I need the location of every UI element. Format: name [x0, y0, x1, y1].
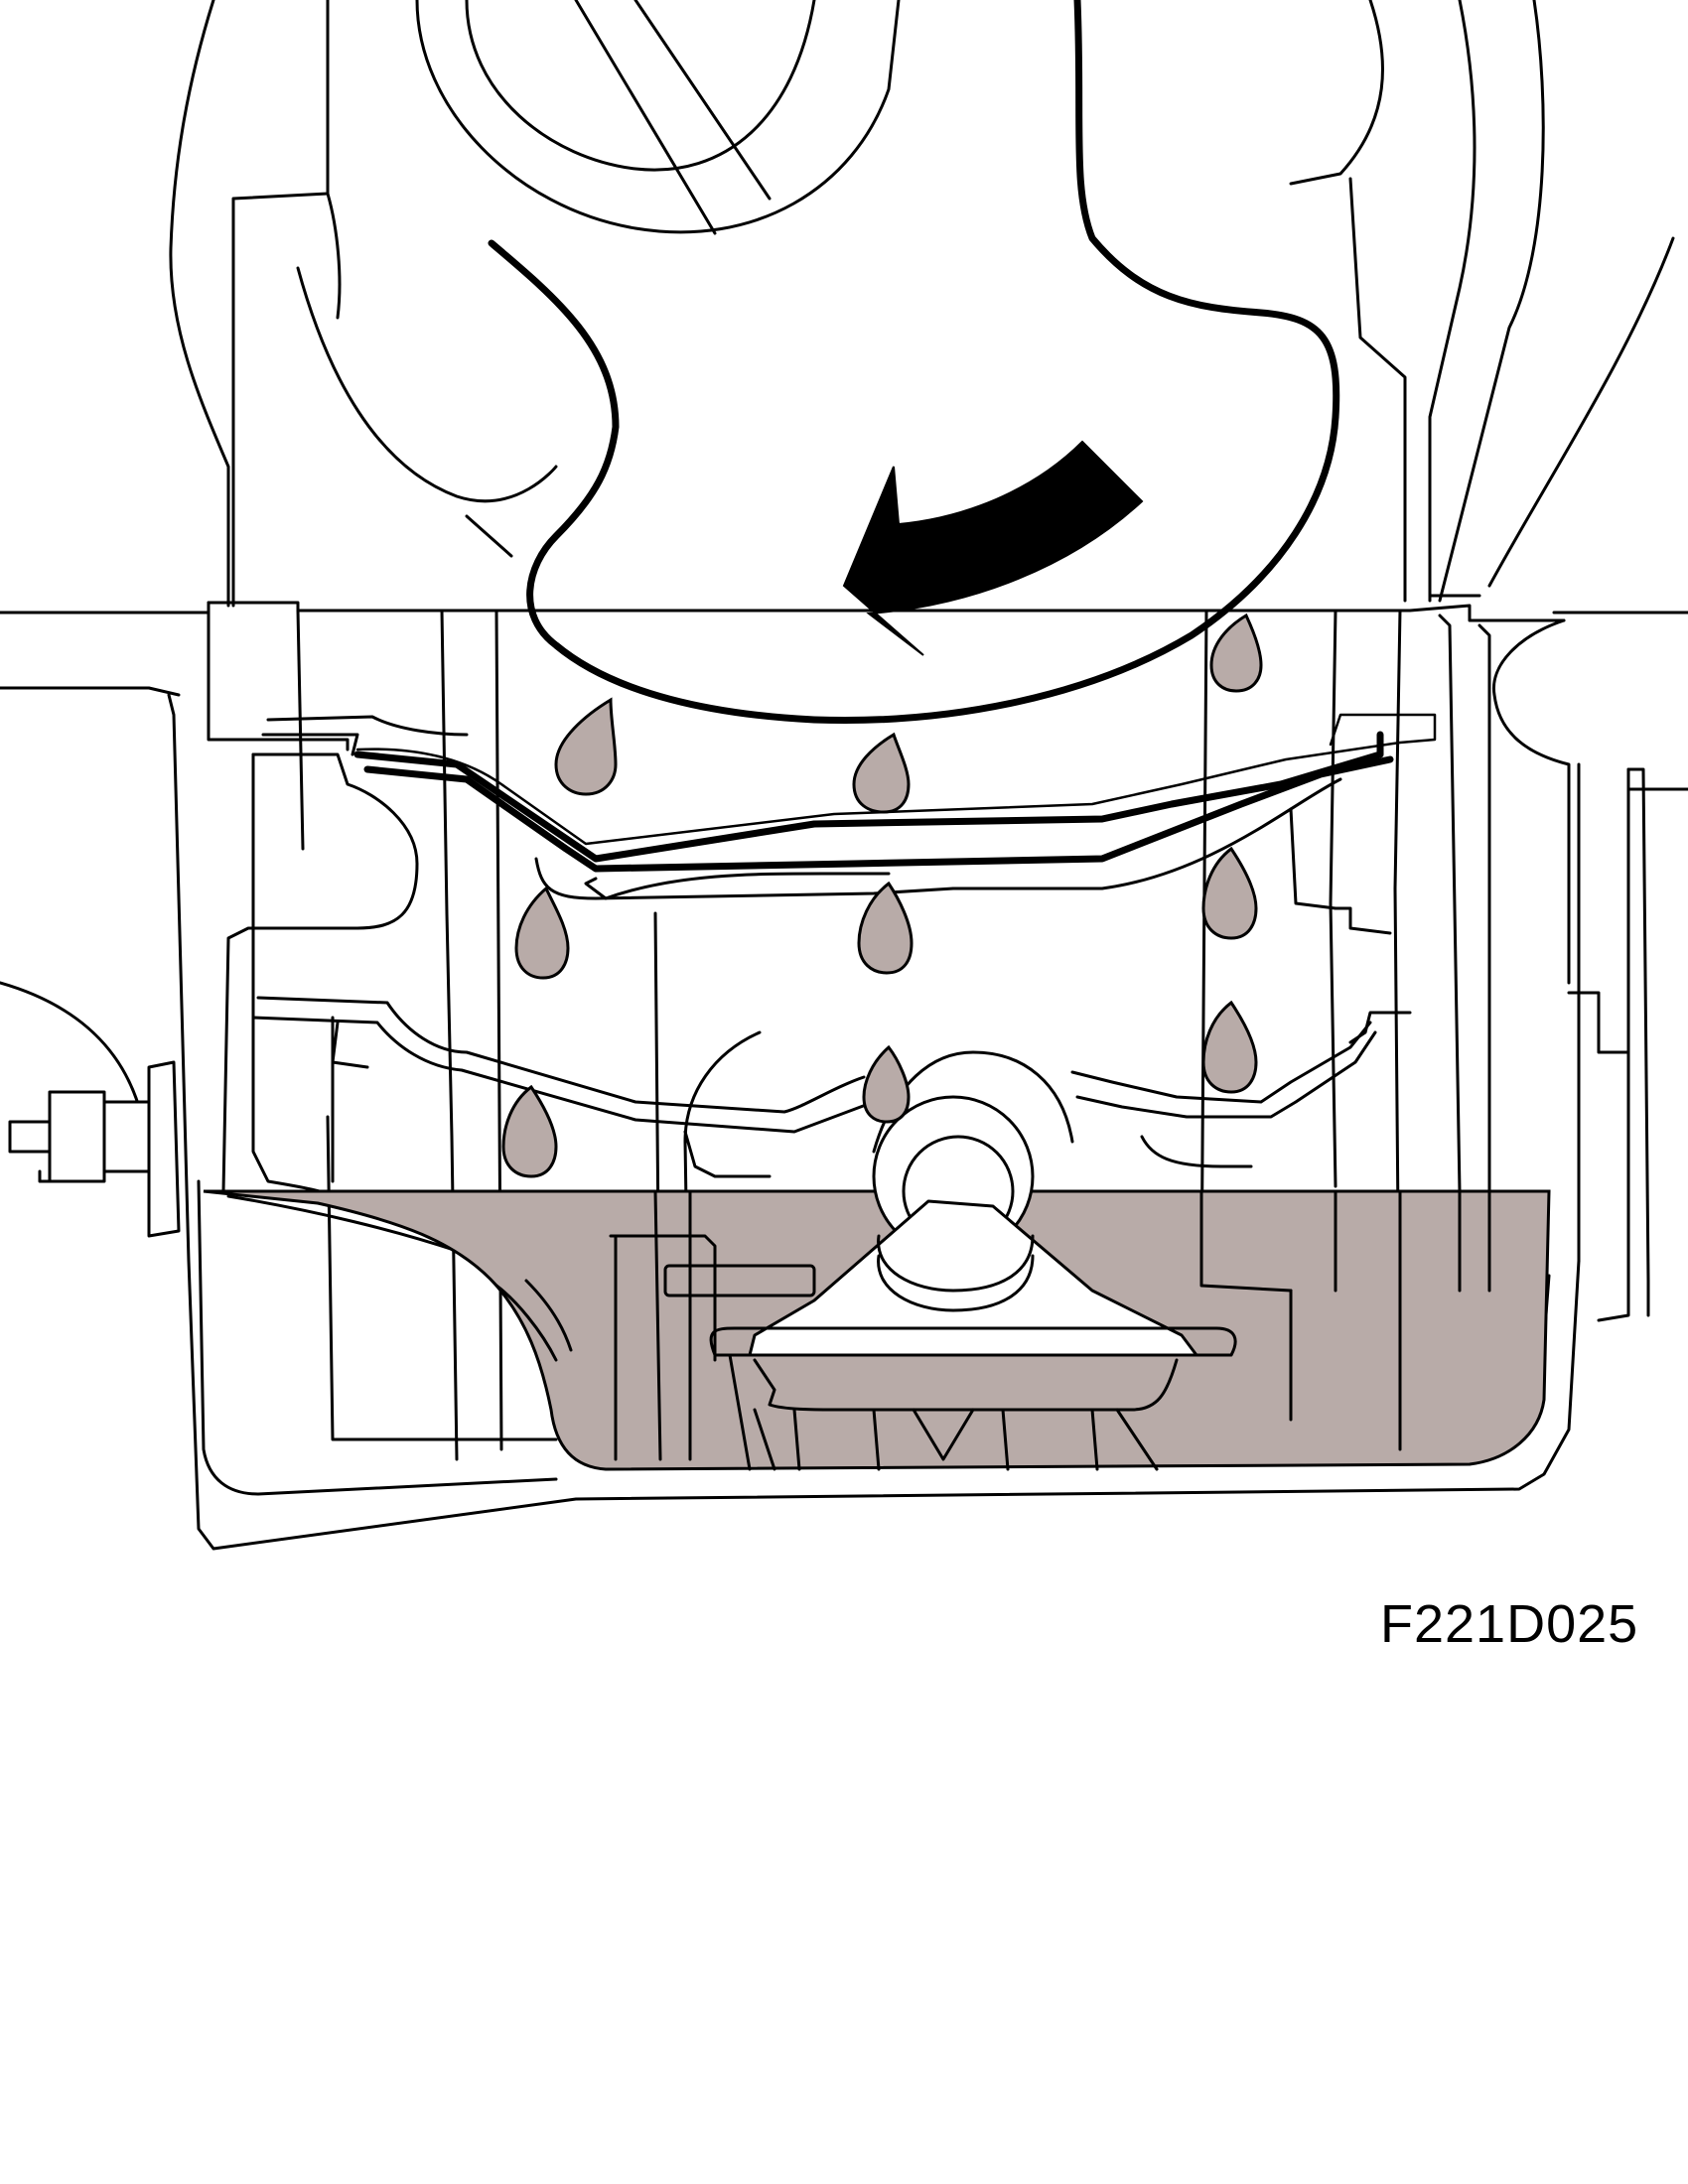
oil-drops	[501, 613, 1263, 1178]
crankshaft-counterweight	[296, 0, 1340, 724]
figure-code-label: F221D025	[1380, 1594, 1639, 1654]
oil-baffle-lower	[251, 996, 1412, 1178]
oil-flow-arrow-icon	[842, 440, 1144, 656]
oil-pan-body	[167, 601, 1650, 1551]
crankshaft-pulley	[415, 0, 901, 235]
oil-pickup-strainer	[663, 1050, 1237, 1471]
pan-right-wall	[1289, 594, 1491, 1293]
oil-level-sensor	[0, 981, 181, 1238]
oil-baffle-upper	[261, 713, 1437, 900]
engine-block-outline	[0, 0, 1688, 791]
